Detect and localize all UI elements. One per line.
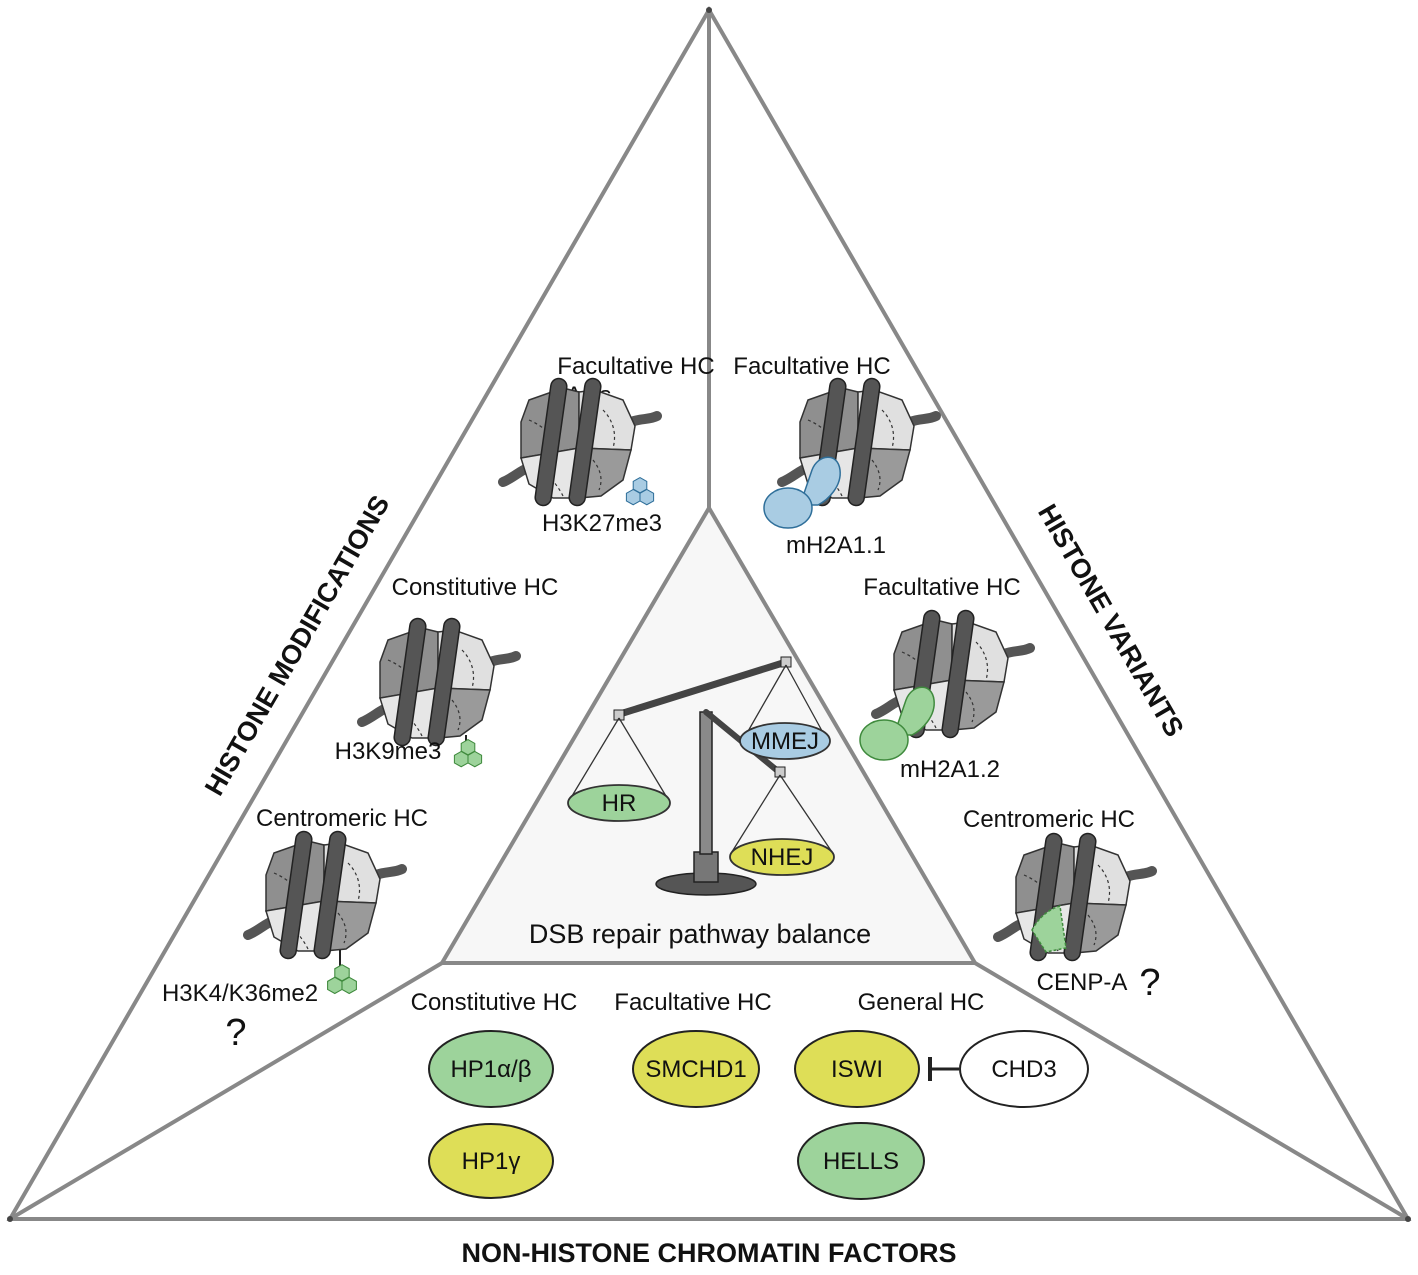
center-caption: DSB repair pathway balance — [529, 919, 871, 949]
methyl-mark-icon — [327, 964, 357, 995]
chd3-factor — [959, 1030, 1089, 1108]
group-label: Constitutive HC — [411, 989, 578, 1016]
chd3-label: CHD3 — [991, 1056, 1056, 1083]
histone-mark-label: H3K9me3 — [335, 738, 442, 765]
group-label: General HC — [858, 989, 985, 1016]
iswi-label: ISWI — [831, 1056, 883, 1083]
nhej-pan — [729, 838, 835, 876]
hells-label: HELLS — [823, 1148, 899, 1175]
mmej-pan — [739, 722, 831, 760]
hells-factor — [797, 1122, 925, 1200]
hp1ab-label: HP1α/β — [450, 1056, 531, 1083]
hp1g-factor — [428, 1123, 554, 1199]
nucleosome-icon — [782, 378, 936, 507]
divider-right — [973, 961, 1410, 1221]
nhej-label: NHEJ — [751, 844, 814, 871]
hp1ab-factor — [428, 1030, 554, 1108]
region-label: Facultative HC — [557, 353, 714, 380]
region-label: Constitutive HC — [392, 574, 559, 601]
macroh2a-variant-icon — [859, 686, 935, 761]
inhibition-arrow-icon — [928, 1057, 959, 1081]
divider-left — [8, 961, 444, 1221]
nucleosome-icon — [998, 833, 1152, 962]
hp1g-label: HP1γ — [462, 1148, 521, 1175]
macroh2a-variant-icon — [763, 456, 841, 529]
hr-label: HR — [602, 790, 637, 817]
region-label: Facultative HC — [733, 353, 890, 380]
iswi-factor — [794, 1030, 920, 1108]
vertex-dot — [7, 1216, 13, 1222]
variant-label: mH2A1.2 — [900, 756, 1000, 783]
smchd1-factor — [632, 1030, 760, 1108]
methyl-mark-icon — [453, 739, 483, 768]
smchd1-label: SMCHD1 — [645, 1056, 746, 1083]
group-label: Facultative HC — [614, 989, 771, 1016]
region-label: Facultative HC — [863, 574, 1020, 601]
question-mark: ? — [1139, 962, 1160, 1004]
hr-pan — [567, 784, 671, 822]
outer-triangle — [6, 6, 1412, 1221]
cenpa-variant-icon — [1031, 905, 1067, 953]
region-label: Centromeric HC — [963, 806, 1135, 833]
variant-label: mH2A1.1 — [786, 532, 886, 559]
histone-mark-label: H3K27me3 — [542, 510, 662, 537]
methyl-mark-icon — [625, 477, 655, 506]
question-mark: ? — [225, 1012, 246, 1054]
vertex-dot — [1405, 1216, 1411, 1222]
vertex-dot — [706, 7, 712, 13]
mmej-label: MMEJ — [751, 728, 819, 755]
nucleosome-icon — [248, 831, 402, 960]
non-histone-title: NON-HISTONE CHROMATIN FACTORS — [461, 1238, 956, 1268]
region-label: Centromeric HC — [256, 805, 428, 832]
nucleosome-icon — [362, 618, 516, 747]
histone-mark-label: H3K4/K36me2 — [162, 980, 318, 1007]
variant-label: CENP-A — [1037, 969, 1128, 996]
